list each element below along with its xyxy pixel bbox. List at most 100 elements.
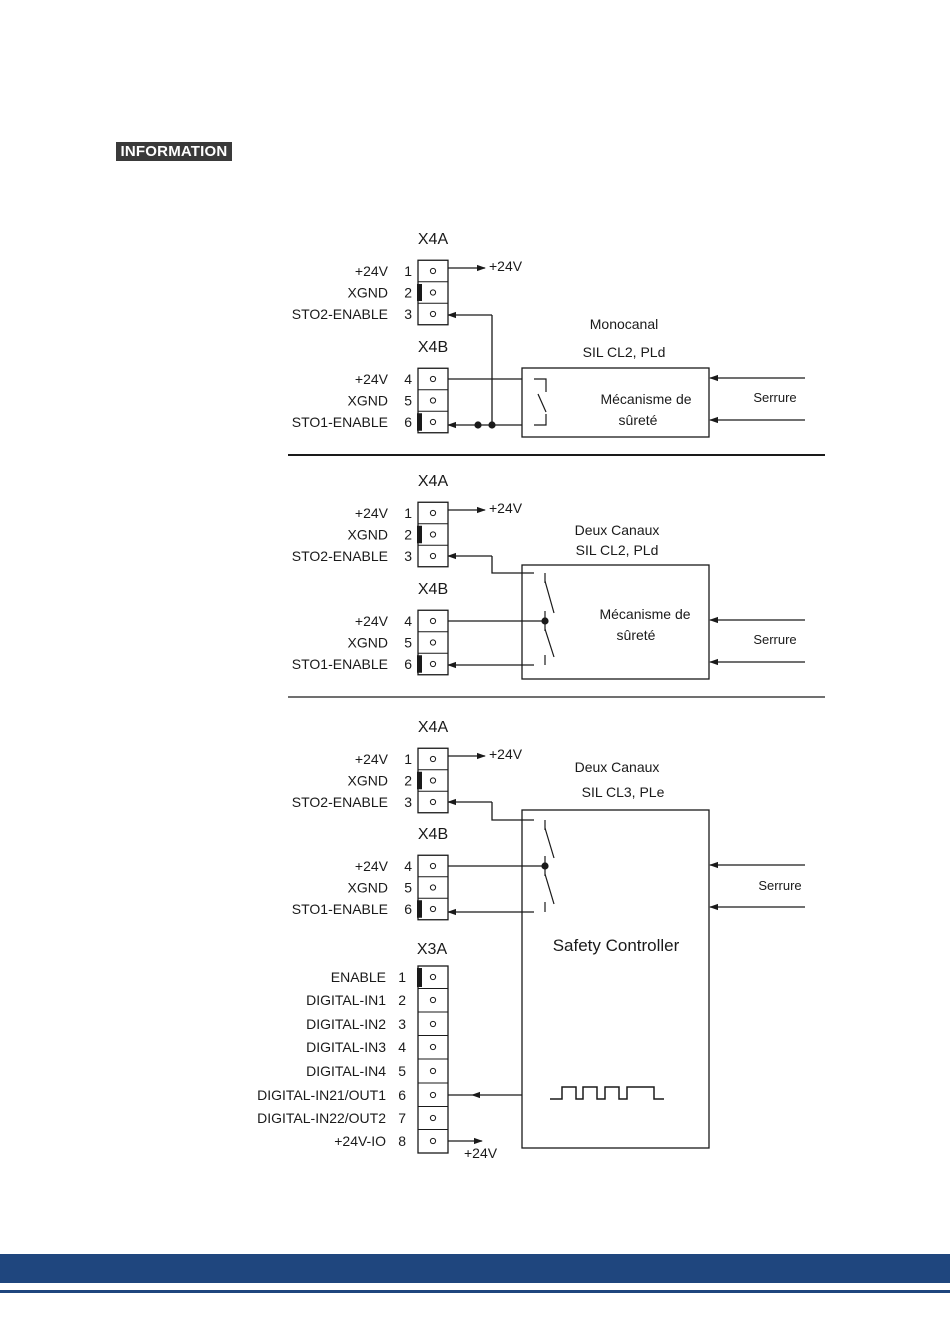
junction-dot — [541, 617, 549, 625]
pin-label: DIGITAL-IN4 — [306, 1063, 386, 1079]
switch-bracket — [534, 378, 547, 392]
supply-label: +24V — [489, 746, 523, 762]
safety-controller-box — [521, 809, 710, 1149]
switch-bracket — [534, 414, 547, 426]
connector-key-mark — [417, 413, 422, 431]
terminal-contact — [429, 267, 437, 275]
pin-label: XGND — [348, 527, 388, 543]
terminal-contact — [429, 310, 437, 318]
supply-label: +24V — [489, 258, 523, 274]
pin-label: DIGITAL-IN21/OUT1 — [257, 1087, 386, 1103]
pin-label: STO1-ENABLE — [292, 901, 388, 917]
pin-number: 3 — [398, 1016, 406, 1032]
pin-label: XGND — [348, 635, 388, 651]
terminal-contact — [429, 777, 437, 784]
pin-number: 4 — [398, 1039, 406, 1055]
device-label: Mécanisme de — [600, 391, 691, 407]
terminal-contact — [429, 418, 437, 426]
connector-title-x4b: X4B — [418, 581, 448, 598]
connector-key-mark — [417, 284, 422, 301]
sil-caption: SIL CL2, PLd — [576, 542, 659, 558]
pin-number: 6 — [398, 1087, 406, 1103]
lock-label: Serrure — [753, 390, 796, 405]
pin-label: +24V — [355, 858, 389, 874]
connector-key-mark — [417, 525, 422, 544]
pin-number: 6 — [404, 414, 412, 430]
device-label: Mécanisme de — [599, 606, 690, 622]
terminal-contact — [429, 1091, 437, 1099]
information-badge: INFORMATION — [116, 142, 232, 161]
junction-dot — [488, 421, 496, 429]
pin-number: 3 — [404, 794, 412, 810]
connector-key-mark — [417, 900, 422, 918]
pin-number: 4 — [404, 613, 412, 629]
pin-label: XGND — [348, 773, 388, 789]
pin-label: STO2-ENABLE — [292, 794, 388, 810]
pin-number: 1 — [398, 969, 406, 985]
pin-label: +24V — [355, 263, 389, 279]
terminal-contact — [429, 973, 437, 981]
junction-dot — [474, 421, 482, 429]
connector-key-mark — [417, 655, 422, 673]
terminal-contact — [429, 755, 437, 763]
terminal-contact — [429, 639, 437, 646]
pin-number: 2 — [404, 527, 412, 543]
terminal-contact — [429, 798, 437, 806]
device-label: sûreté — [619, 412, 658, 428]
connector-key-mark — [417, 968, 422, 987]
pin-label: XGND — [348, 880, 388, 896]
pin-label: DIGITAL-IN2 — [306, 1016, 386, 1032]
switch-contact — [544, 580, 555, 614]
terminal-contact — [429, 289, 437, 296]
junction-dot — [541, 862, 549, 870]
terminal-contact — [429, 660, 437, 668]
pin-label: +24V — [355, 505, 389, 521]
pin-number: 1 — [404, 751, 412, 767]
terminal-contact — [429, 1114, 437, 1122]
pin-number: 2 — [404, 773, 412, 789]
pin-number: 5 — [404, 880, 412, 896]
terminal-contact — [429, 397, 437, 404]
device-label: sûreté — [617, 627, 656, 643]
lock-label: Serrure — [753, 632, 796, 647]
pin-number: 6 — [404, 901, 412, 917]
connector-title-x4a: X4A — [418, 473, 449, 490]
connector-title-x4a: X4A — [418, 719, 449, 736]
connector-key-mark — [417, 771, 422, 790]
connector-title-x4b: X4B — [418, 339, 448, 356]
safety-controller-label: Safety Controller — [553, 936, 680, 955]
pin-label: STO2-ENABLE — [292, 306, 388, 322]
pulse-waveform-icon — [550, 1086, 664, 1100]
switch-contact — [544, 628, 555, 658]
terminal-contact — [429, 1020, 437, 1028]
pin-label: DIGITAL-IN1 — [306, 992, 386, 1008]
safety-device-box — [521, 367, 710, 438]
footer-line — [0, 1290, 950, 1293]
terminal-contact — [429, 509, 437, 517]
pin-number: 6 — [404, 656, 412, 672]
pin-label: +24V — [355, 751, 389, 767]
footer-bar — [0, 1254, 950, 1283]
supply-label: +24V — [489, 500, 523, 516]
mode-caption: Deux Canaux — [575, 522, 660, 538]
pin-label: XGND — [348, 393, 388, 409]
pin-number: 4 — [404, 371, 412, 387]
sil-caption: SIL CL2, PLd — [583, 344, 666, 360]
switch-contact — [544, 827, 555, 859]
mode-caption: Monocanal — [590, 316, 659, 332]
pin-label: DIGITAL-IN22/OUT2 — [257, 1110, 386, 1126]
pin-label: +24V-IO — [334, 1133, 386, 1149]
pin-label: ENABLE — [331, 969, 386, 985]
io-supply-label: +24V — [464, 1145, 498, 1161]
terminal-contact — [429, 1137, 437, 1145]
pin-label: STO1-ENABLE — [292, 414, 388, 430]
pin-number: 5 — [398, 1063, 406, 1079]
connector-title-x4b: X4B — [418, 826, 448, 843]
pin-number: 3 — [404, 548, 412, 564]
terminal-contact — [429, 884, 437, 891]
pin-label: DIGITAL-IN3 — [306, 1039, 386, 1055]
terminal-contact — [429, 1043, 437, 1051]
terminal-contact — [429, 531, 437, 538]
terminal-contact — [429, 552, 437, 560]
